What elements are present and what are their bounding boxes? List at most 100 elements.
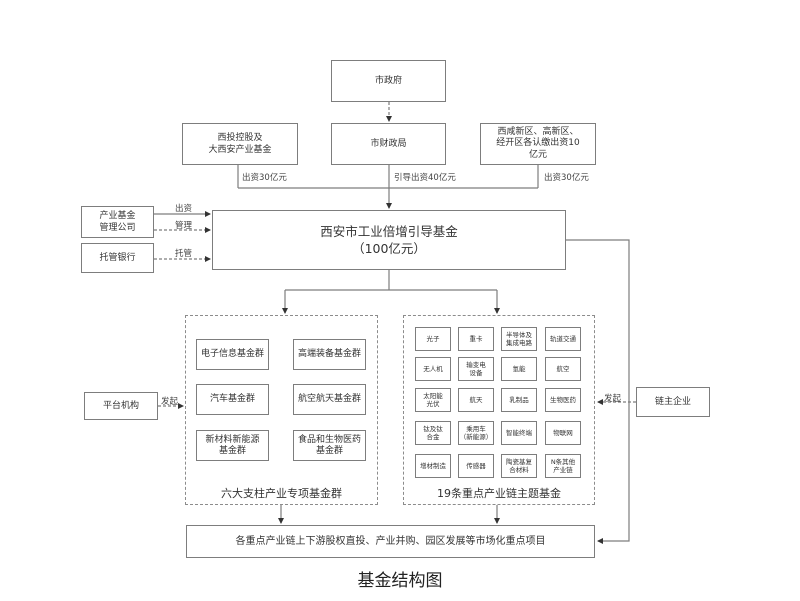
chain-fund-item: 物联网 [545,421,581,445]
fund-manager-line-1: 产业基金 [99,211,136,221]
main-fund-name: 西安市工业倍增引导基金 [320,224,458,239]
chain-fund-item-line: 钛及钛 [423,425,443,433]
chain-fund-item-line: 航空 [556,365,570,373]
chain-fund-item: N条其他产业链 [545,454,581,478]
chain-fund-item-line: （新能源） [459,433,493,441]
chain-fund-item-line: 智能终端 [506,429,532,437]
chain-fund-item-line: 集成电路 [506,339,532,347]
chain-fund-item-line: 生物医药 [550,396,576,404]
platform-label: 平台机构 [102,401,139,411]
chain-fund-item: 半导体及集成电路 [501,327,537,351]
chain-fund-item-line: 氢能 [512,365,526,373]
custodian-edge-label: 托管 [175,249,193,259]
chain-fund-item: 航天 [458,388,494,412]
pillar-fund-item-line: 基金群 [218,445,246,456]
pillar-fund-item: 电子信息基金群 [196,339,269,370]
chain-group-title: 19条重点产业链主题基金 [437,487,561,500]
right-investor-box: 西咸新区、高新区、 经开区各认缴出资10 亿元 [480,123,596,165]
right-investor-line-1: 西咸新区、高新区、 [497,126,579,137]
pillar-fund-item-line: 食品和生物医药 [297,434,361,445]
city-government-box: 市政府 [331,60,446,102]
finance-bureau-box: 市财政局 [331,123,446,165]
projects-box: 各重点产业链上下游股权直投、产业并购、园区发展等市场化重点项目 [186,525,595,558]
custodian-bank-box: 托管银行 [81,243,154,273]
chain-fund-item: 太阳能光伏 [415,388,451,412]
chain-fund-item-line: 重卡 [469,335,483,343]
fund-manager-box: 产业基金 管理公司 [81,206,154,238]
chain-fund-item-line: 合材料 [509,466,529,474]
fund-to-projects-edge [566,239,630,544]
main-fund-amount: （100亿元） [352,241,426,256]
fund-manager-line-2: 管理公司 [99,223,136,233]
chain-fund-item: 乘用车（新能源） [458,421,494,445]
right-contribution-label: 出资30亿元 [544,173,589,183]
main-fund-box: 西安市工业倍增引导基金 （100亿元） [212,210,566,270]
chain-fund-item-line: 物联网 [553,429,573,437]
chain-fund-item-line: 乳制品 [509,396,529,404]
left-contribution-label: 出资30亿元 [242,173,287,183]
chain-fund-item-line: 光子 [426,335,440,343]
chain-fund-item: 轨道交通 [545,327,581,351]
chain-fund-item-line: 半导体及 [506,331,532,339]
chain-fund-item: 光子 [415,327,451,351]
pillar-fund-item-line: 汽车基金群 [209,394,255,404]
chain-leader-edge-label: 发起 [604,394,622,404]
pillar-fund-item: 新材料新能源基金群 [196,430,269,461]
chain-fund-item-line: 传感器 [466,462,486,470]
chain-fund-item: 生物医药 [545,388,581,412]
chain-fund-item-line: 太阳能 [423,392,443,400]
pillar-fund-item-line: 新材料新能源 [205,434,260,445]
left-investor-line-1: 西投控股及 [217,133,263,143]
center-contribution-label: 引导出资40亿元 [394,173,456,183]
city-government-label: 市政府 [374,76,402,86]
chain-fund-item: 航空 [545,357,581,381]
chain-fund-item: 重卡 [458,327,494,351]
finance-bureau-label: 市财政局 [370,139,407,149]
chain-fund-item: 钛及钛合金 [415,421,451,445]
platform-box: 平台机构 [84,392,158,420]
chain-fund-item: 乳制品 [501,388,537,412]
chain-fund-item-line: N条其他 [550,458,576,466]
chain-fund-item: 传感器 [458,454,494,478]
pillar-fund-item-line: 航空航天基金群 [297,394,361,404]
right-investor-line-3: 亿元 [528,149,547,160]
chain-fund-item-line: 光伏 [426,400,440,408]
chain-leader-label: 链主企业 [654,397,691,407]
chain-fund-item: 无人机 [415,357,451,381]
chain-fund-item-line: 合金 [426,433,440,441]
manager-invest-label: 出资 [175,204,193,214]
pillar-fund-item-line: 电子信息基金群 [200,349,264,359]
platform-edge-label: 发起 [161,397,179,407]
chain-fund-item: 增材制造 [415,454,451,478]
chain-fund-item: 陶瓷基复合材料 [501,454,537,478]
pillar-fund-item: 食品和生物医药基金群 [293,430,366,461]
pillar-fund-item: 高端装备基金群 [293,339,366,370]
pillar-fund-item-line: 高端装备基金群 [297,349,361,359]
figure-caption: 基金结构图 [357,571,443,591]
pillar-fund-item: 航空航天基金群 [293,384,366,415]
chain-fund-item-line: 乘用车 [466,425,486,433]
right-investor-line-2: 经开区各认缴出资10 [496,138,580,149]
chain-fund-item-line: 无人机 [423,365,443,373]
chain-fund-item-line: 陶瓷基复 [506,458,532,466]
chain-fund-item-line: 轨道交通 [550,335,576,343]
chain-fund-item: 输变电设备 [458,357,494,381]
manager-manage-label: 管理 [175,221,193,231]
chain-group-container [403,315,595,505]
chain-fund-item-line: 增材制造 [420,462,446,470]
pillar-fund-item-line: 基金群 [315,445,343,456]
chain-fund-item-line: 产业链 [553,466,573,474]
chain-fund-item-line: 输变电 [466,361,486,369]
pillar-fund-item: 汽车基金群 [196,384,269,415]
projects-label: 各重点产业链上下游股权直投、产业并购、园区发展等市场化重点项目 [235,535,546,547]
left-investor-box: 西投控股及 大西安产业基金 [182,123,298,165]
chain-fund-item: 氢能 [501,357,537,381]
custodian-bank-label: 托管银行 [99,253,136,263]
left-investor-line-2: 大西安产业基金 [208,145,272,155]
chain-fund-item-line: 设备 [469,369,483,377]
chain-fund-item-line: 航天 [469,396,483,404]
chain-leader-box: 链主企业 [636,387,710,417]
pillar-group-title: 六大支柱产业专项基金群 [221,487,342,500]
chain-fund-item: 智能终端 [501,421,537,445]
